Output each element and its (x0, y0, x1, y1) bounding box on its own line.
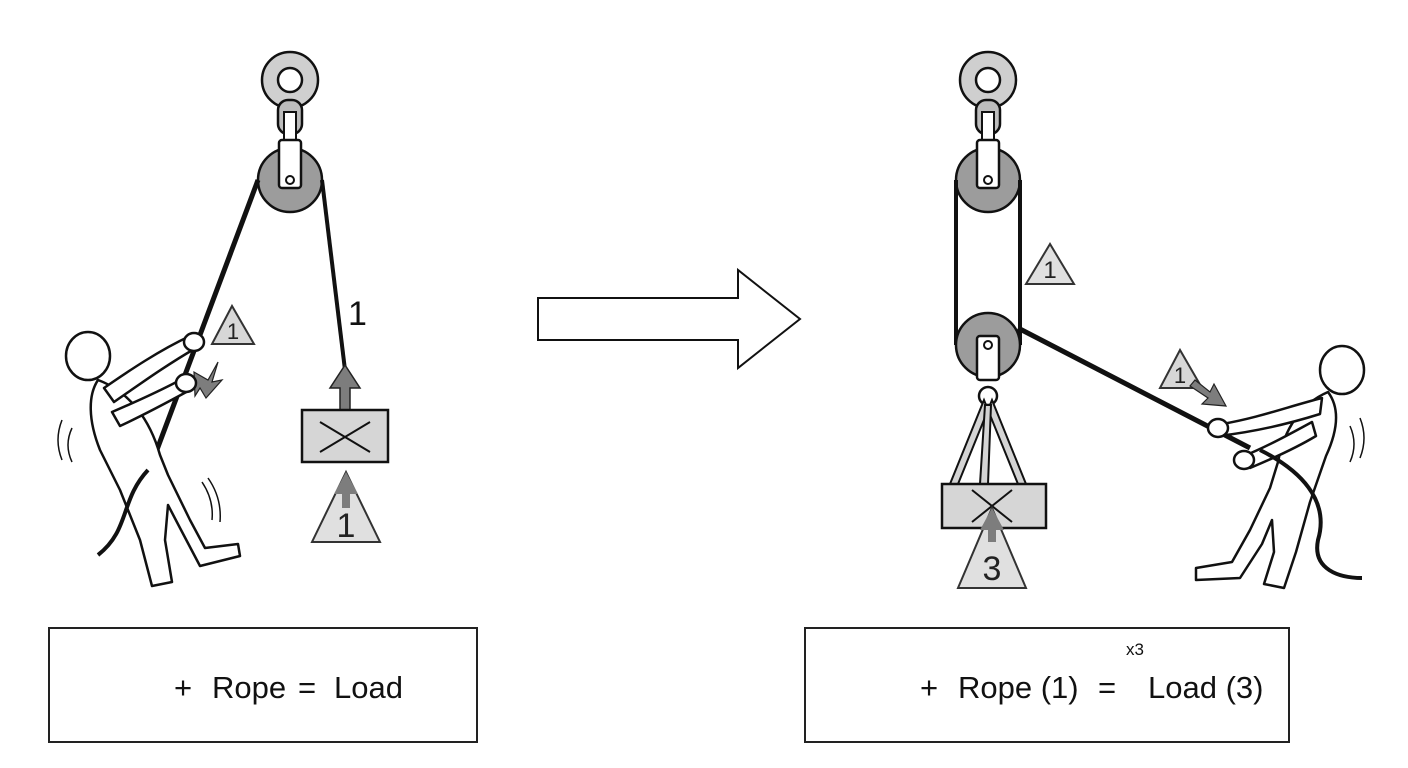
right-formula-load: Load (3) (1148, 670, 1264, 705)
right-formula-box (804, 627, 1290, 743)
left-load-box (300, 408, 390, 464)
left-fixed-pulley-icon (256, 138, 324, 214)
left-load-rope (320, 179, 347, 371)
left-person-figure (57, 330, 242, 588)
left-hand-force-label: 1 (227, 319, 239, 344)
gear-multiplier-label: x3 (1126, 640, 1144, 659)
right-person-figure (1194, 344, 1366, 590)
left-rope-tail (96, 468, 150, 557)
right-pull-arrow-icon (1189, 379, 1228, 407)
left-hook-ring-icon (260, 50, 320, 143)
right-formula-equals: = (1098, 670, 1117, 705)
left-formula-plus: + (174, 670, 193, 705)
right-top-force-triangle: 1 (1024, 242, 1076, 285)
left-single-pulley-system: 1 1 1 (57, 50, 390, 588)
right-load-force-label: 3 (983, 550, 1002, 588)
right-arrow-icon (537, 267, 802, 371)
right-rope-tail (1259, 448, 1363, 580)
right-formula-rope: Rope (1) (958, 670, 1079, 705)
right-pull-force-label: 1 (1174, 363, 1186, 388)
right-load-force-triangle: 3 (956, 505, 1028, 589)
right-top-force-label: 1 (1043, 257, 1056, 284)
left-formula-load: Load (334, 670, 403, 705)
right-formula-plus: + (920, 670, 939, 705)
right-load-slings (948, 397, 1028, 485)
left-hand-force-triangle: 1 (210, 303, 256, 345)
left-pull-rope (152, 179, 261, 456)
left-rope-label: 1 (348, 295, 367, 333)
right-block-and-tackle-system: 3 1 1 (940, 50, 1366, 590)
right-top-pulley-icon (954, 138, 1022, 214)
left-pull-down-arrow-icon (193, 361, 224, 400)
left-formula-equals: = (298, 670, 317, 705)
left-load-force-label: 1 (337, 507, 356, 545)
left-load-force-triangle: 1 (310, 469, 382, 545)
left-formula-box (48, 627, 478, 743)
right-pull-force-triangle: 1 (1158, 347, 1228, 407)
left-formula-rope: Rope (212, 670, 287, 705)
left-load-up-arrow-icon (328, 363, 362, 411)
right-bottom-pulley-icon (954, 311, 1022, 407)
right-hook-ring-icon (958, 50, 1018, 143)
